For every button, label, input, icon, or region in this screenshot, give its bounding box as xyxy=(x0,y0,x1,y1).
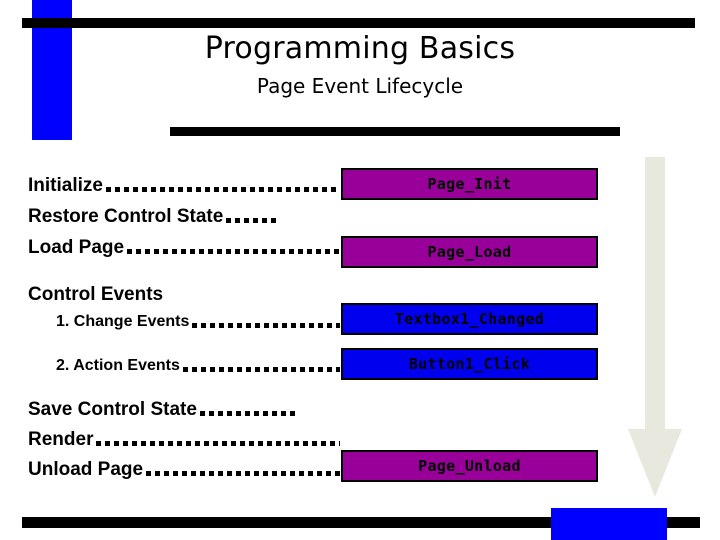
page-subtitle: Page Event Lifecycle xyxy=(256,74,464,98)
page-title: Programming Basics xyxy=(204,31,516,66)
handler-box-button1-click[interactable]: Button1_Click xyxy=(341,348,598,380)
step-row-save-control-state: Save Control State xyxy=(28,397,340,423)
leader-dots xyxy=(96,441,340,446)
step-label: Unload Page xyxy=(28,459,144,480)
leader-dots xyxy=(127,249,340,254)
step-row-control-events: Control Events xyxy=(28,282,340,308)
accent-block-bottom xyxy=(551,508,667,540)
step-label: 2. Action Events xyxy=(56,357,180,374)
step-label: Initialize xyxy=(28,175,103,196)
leader-dots xyxy=(199,411,296,416)
step-row-render: Render xyxy=(28,427,340,453)
title-underline-rule xyxy=(170,127,620,136)
leader-dots xyxy=(105,187,340,192)
leader-dots xyxy=(192,323,340,328)
leader-dots xyxy=(226,218,281,223)
step-row-action-events: 2. Action Events xyxy=(56,353,340,379)
step-label: Control Events xyxy=(28,284,164,305)
step-label: Load Page xyxy=(28,237,125,258)
step-label: Save Control State xyxy=(28,399,197,420)
step-row-load-page: Load Page xyxy=(28,235,340,261)
top-rule xyxy=(22,18,695,28)
handler-box-textbox1-changed[interactable]: Textbox1_Changed xyxy=(341,303,598,335)
bottom-rule xyxy=(22,517,700,528)
handler-box-page-load[interactable]: Page_Load xyxy=(341,236,598,268)
step-row-restore-control-state: Restore Control State xyxy=(28,204,340,230)
handler-box-page-init[interactable]: Page_Init xyxy=(341,168,598,200)
down-arrow-icon xyxy=(628,157,682,497)
handler-box-page-unload[interactable]: Page_Unload xyxy=(341,450,598,482)
leader-dots xyxy=(146,471,340,476)
leader-dots xyxy=(182,367,340,372)
step-label: Restore Control State xyxy=(28,206,224,227)
step-row-change-events: 1. Change Events xyxy=(56,309,340,335)
step-row-initialize: Initialize xyxy=(28,173,340,199)
step-label: Render xyxy=(28,429,94,450)
title-block: Programming Basics Page Event Lifecycle xyxy=(0,30,720,100)
step-row-unload-page: Unload Page xyxy=(28,457,340,483)
step-label: 1. Change Events xyxy=(56,313,190,330)
